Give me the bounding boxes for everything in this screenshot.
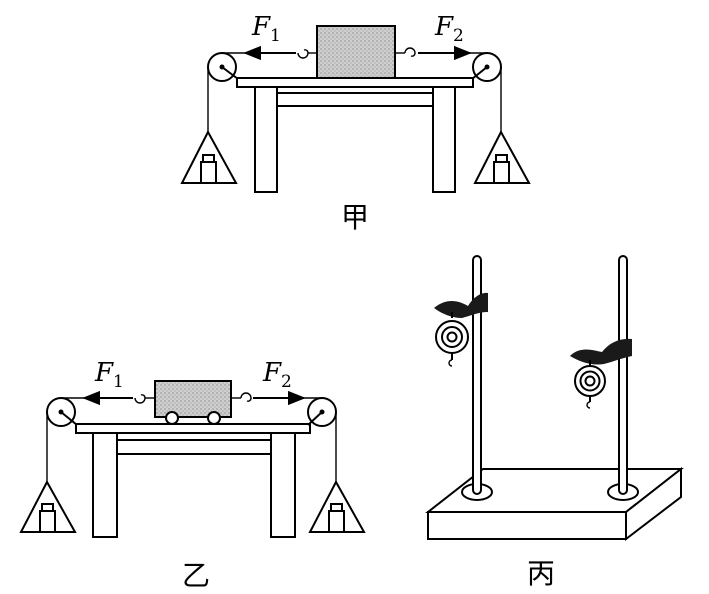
- pulley-left-yi: [46, 397, 78, 427]
- table-yi: [75, 423, 311, 538]
- cart-yi: [154, 380, 232, 425]
- panel-jia: F1 F2 甲: [180, 12, 531, 234]
- wooden-block-jia: [316, 25, 396, 79]
- clamp-right-bing: [570, 338, 632, 365]
- stand-rod-left: [472, 255, 482, 495]
- force-label-right-jia: F2: [434, 12, 464, 46]
- force-label-right-yi: F2: [262, 358, 292, 392]
- clamp-left-bing: [434, 292, 488, 318]
- weight-hanger-right-jia: [473, 129, 531, 184]
- pulley-right-jia: [471, 52, 502, 82]
- base-board-bing: [425, 466, 684, 542]
- weight-hanger-left-yi: [19, 479, 77, 533]
- force-label-left-yi: F1: [94, 358, 124, 392]
- stand-rod-right: [618, 255, 628, 495]
- spring-scale-right: [574, 360, 606, 409]
- caption-yi: 乙: [182, 559, 210, 592]
- pulley-right-yi: [307, 397, 337, 427]
- caption-bing: 丙: [527, 557, 555, 590]
- spring-scale-left: [435, 312, 469, 367]
- weight-hanger-left-jia: [180, 129, 238, 184]
- panel-yi: F1 F2 乙: [19, 358, 366, 592]
- weight-hanger-right-yi: [308, 479, 366, 533]
- force-label-left-jia: F1: [251, 12, 281, 46]
- caption-jia: 甲: [341, 201, 369, 234]
- panel-bing: 丙: [425, 255, 684, 590]
- table-jia: [236, 77, 474, 193]
- pulley-left-jia: [207, 52, 239, 82]
